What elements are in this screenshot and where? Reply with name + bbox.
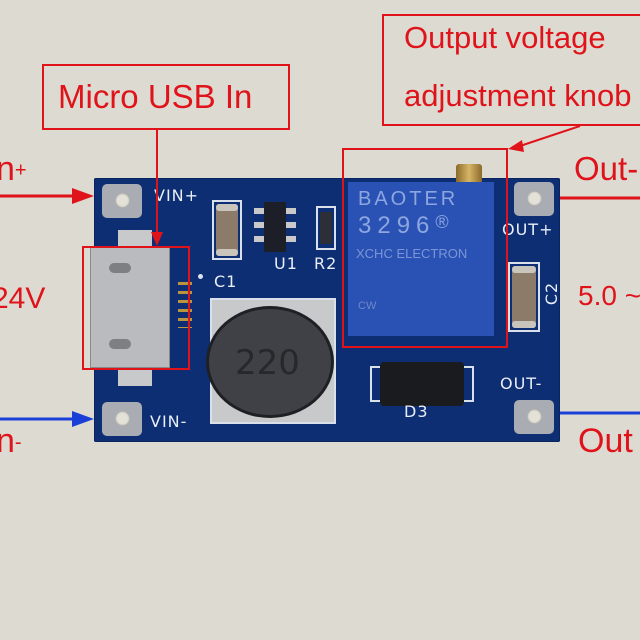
input-voltage-label: 24V (0, 282, 46, 315)
knob-callout-line1: Output voltage (404, 20, 606, 55)
u1-pins-left (254, 208, 264, 248)
vin-plus-label: n+ (0, 150, 27, 189)
usb-slot-top (109, 263, 131, 273)
trimpot-brand: BAOTER (358, 188, 459, 210)
silk-c2: C2 (542, 281, 562, 306)
out-plus-hole (527, 191, 542, 206)
out-plus-pad[interactable] (514, 182, 554, 216)
micro-usb-callout-text: Micro USB In (58, 78, 253, 115)
trimpot-maker: XCHC ELECTRON (356, 246, 468, 261)
vin-plus-text: n (0, 150, 15, 188)
usb-top-tab (118, 230, 152, 246)
silk-vin-minus: VIN- (150, 412, 188, 431)
c1-capacitor (216, 204, 238, 256)
r2-outline (316, 206, 336, 250)
vin-plus-sign: + (14, 159, 27, 182)
knob-pointer-arrowhead (508, 140, 524, 152)
out-plus-label: Out- (574, 150, 639, 187)
pcb-board: VIN+ VIN- C1 U1 R2 220 D3 BAOTER 3296® X… (90, 164, 562, 442)
usb-bottom-tab (118, 370, 152, 386)
out-minus-label: Out (578, 422, 633, 460)
knob-highlight (342, 148, 508, 348)
silk-d3: D3 (404, 402, 429, 421)
vin-minus-arrowhead (72, 411, 94, 427)
output-voltage-label: 5.0 ~ (578, 280, 640, 311)
trimpot-model-number: 3296 (358, 212, 436, 239)
out-minus-pad[interactable] (514, 400, 554, 434)
trimpot-body[interactable]: BAOTER 3296® XCHC ELECTRON CW (348, 182, 494, 336)
silk-out-minus: OUT- (500, 374, 543, 393)
u1-pins-right (286, 208, 296, 248)
r2-resistor (320, 212, 332, 244)
vin-plus-arrowhead (72, 188, 94, 204)
c1-outline (212, 200, 242, 260)
knob-pointer-line (519, 125, 581, 147)
vin-minus-text: n (0, 422, 15, 460)
knob-callout-box (382, 14, 640, 126)
vin-minus-label: n- (0, 422, 22, 461)
trimpot-model: 3296® (358, 212, 455, 240)
vin-minus-pad[interactable] (102, 402, 142, 436)
vin-minus-sign: - (14, 431, 22, 454)
vin-plus-hole (115, 193, 130, 208)
out-minus-hole (527, 409, 542, 424)
c2-capacitor (512, 266, 536, 328)
micro-usb-highlight (82, 246, 190, 370)
usb-slot-bottom (109, 339, 131, 349)
inductor-marking: 220 (235, 343, 300, 383)
silk-c1: C1 (214, 272, 238, 291)
u1-chip (264, 202, 286, 252)
micro-usb-callout-box (42, 64, 290, 130)
vin-plus-pad[interactable] (102, 184, 142, 218)
d3-diode (380, 362, 464, 406)
trimpot-direction: CW (358, 300, 377, 312)
inductor: 220 (206, 306, 334, 418)
pcb-dot (198, 274, 203, 279)
knob-callout-line2: adjustment knob (404, 78, 632, 113)
silk-r2: R2 (314, 254, 338, 273)
silk-vin-plus: VIN+ (154, 186, 200, 205)
micro-usb-connector[interactable] (90, 246, 170, 368)
c2-outline (508, 262, 540, 332)
silk-out-plus: OUT+ (502, 220, 554, 239)
silk-u1: U1 (274, 254, 298, 273)
trimpot-reg-mark: ® (435, 212, 455, 232)
vin-minus-hole (115, 411, 130, 426)
